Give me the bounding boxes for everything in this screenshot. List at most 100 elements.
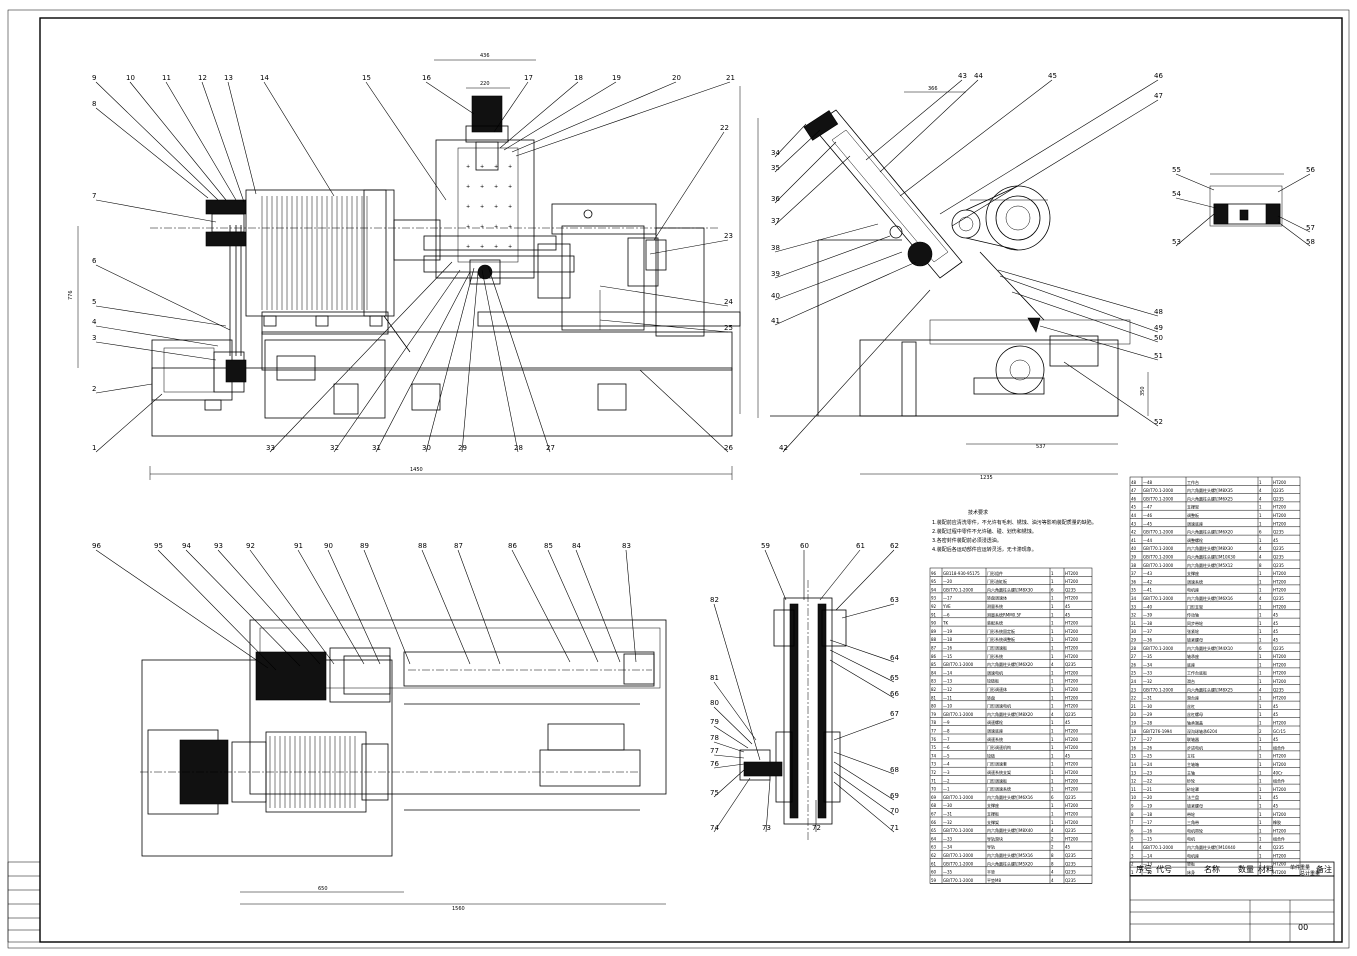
bom-cell: —15 bbox=[1143, 837, 1153, 842]
bom-cell: 4 bbox=[1259, 546, 1262, 551]
bom-cell: 45 bbox=[1065, 845, 1071, 850]
bom-cell: 内六角圆柱头螺钉M4X10 bbox=[1187, 645, 1233, 651]
bom-cell: 门形调速系统 bbox=[987, 786, 1011, 792]
top-part-leader bbox=[297, 549, 365, 665]
bom-cell: 支撑座 bbox=[987, 802, 999, 808]
front-part-leader bbox=[375, 271, 471, 453]
bom-cell: 10 bbox=[1131, 795, 1137, 800]
bom-cell: 法兰盘 bbox=[1187, 794, 1199, 800]
bom-cell: —27 bbox=[1143, 737, 1153, 742]
bom-cell: 1 bbox=[1051, 704, 1054, 709]
top-motor bbox=[255, 651, 327, 701]
bom-cell: 门形调速板 bbox=[987, 645, 1007, 651]
detail-part-leader bbox=[1277, 215, 1311, 233]
bom-cell: 1 bbox=[1051, 729, 1054, 734]
bom-cell: —42 bbox=[1143, 579, 1153, 584]
bom-cell: 8 bbox=[1259, 563, 1262, 568]
top-part-label: 93 bbox=[214, 542, 223, 550]
side-part-label: 44 bbox=[974, 72, 983, 80]
svg-text:+: + bbox=[480, 244, 484, 250]
bom-cell: —28 bbox=[1143, 721, 1153, 726]
bom-cell: 95 bbox=[931, 579, 937, 584]
side-part-leader bbox=[1063, 361, 1159, 427]
hdr-code: 代号 bbox=[1156, 864, 1172, 874]
front-part-leader bbox=[269, 261, 453, 453]
bom-cell: 支撑架 bbox=[987, 819, 999, 825]
section-part-leader bbox=[841, 603, 895, 619]
side-part-label: 37 bbox=[771, 217, 780, 225]
bom-cell: HT200 bbox=[1273, 679, 1287, 684]
bom-cell: Q235 bbox=[1273, 496, 1284, 501]
bom-cell: GCr15 bbox=[1273, 729, 1286, 734]
bom-cell: 93 bbox=[931, 596, 937, 601]
bom-cell: 调速系统支架 bbox=[987, 769, 1011, 775]
bom-cell: —9 bbox=[943, 720, 950, 725]
front-part-label: 9 bbox=[92, 74, 96, 82]
bom-cell: 门形调速板 bbox=[987, 777, 1007, 783]
bom-cell: 1 bbox=[1051, 637, 1054, 642]
section-part-leader bbox=[764, 549, 787, 601]
bom-cell: —39 bbox=[1143, 613, 1153, 618]
section-part-label: 66 bbox=[890, 690, 899, 698]
bom-cell: 1 bbox=[1259, 654, 1262, 659]
bom-cell: Q235 bbox=[1273, 563, 1284, 568]
section-part-label: 75 bbox=[710, 789, 719, 797]
front-part-leader bbox=[95, 264, 231, 331]
bom-cell: 1 bbox=[1259, 812, 1262, 817]
bom-cell: HT200 bbox=[1065, 654, 1079, 659]
bom-cell: Q235 bbox=[1273, 646, 1284, 651]
bom-cell: 装配系统 bbox=[987, 620, 1003, 626]
bom-cell: 38 bbox=[1131, 563, 1137, 568]
bom-cell: 45 bbox=[1065, 753, 1071, 758]
section-part-leader bbox=[713, 741, 745, 753]
side-part-leader bbox=[1011, 291, 1159, 343]
front-part-label: 33 bbox=[266, 444, 275, 452]
bom-cell: GB118-930-95175 bbox=[943, 571, 980, 576]
inner-frame bbox=[39, 17, 1343, 943]
bom-cell: 1 bbox=[1259, 704, 1262, 709]
bom-cell: 63 bbox=[931, 845, 937, 850]
bom-cell: Q235 bbox=[1273, 687, 1284, 692]
bom-cell: —20 bbox=[943, 579, 953, 584]
bom-cell: Q235 bbox=[1065, 662, 1076, 667]
bom-cell: 2 bbox=[1051, 836, 1054, 841]
front-part-label: 1 bbox=[92, 444, 96, 452]
bom-cell: 底座 bbox=[1187, 661, 1195, 667]
bom-cell: 6 bbox=[1051, 795, 1054, 800]
bom-cell: 内六角圆柱头螺钉M8X35 bbox=[1187, 487, 1233, 493]
section-part-label: 64 bbox=[890, 654, 899, 662]
bom-cell: 45 bbox=[1273, 621, 1279, 626]
bom-cell: 40 bbox=[1131, 546, 1137, 551]
svg-text:+: + bbox=[480, 184, 484, 190]
front-part-leader bbox=[639, 369, 729, 453]
bom-cell: —24 bbox=[1143, 762, 1153, 767]
top-part-leader bbox=[457, 549, 501, 665]
bom-cell: 4 bbox=[1259, 496, 1262, 501]
svg-text:+: + bbox=[466, 224, 470, 230]
bom-cell: 1 bbox=[1051, 679, 1054, 684]
bom-cell: —35 bbox=[943, 870, 953, 875]
bom-cell: Q235 bbox=[1065, 870, 1076, 875]
hdr-material: 材料 bbox=[1258, 864, 1274, 874]
bom-cell: 门形调速体 bbox=[987, 686, 1007, 692]
front-part-leader bbox=[333, 269, 461, 453]
bom-cell: —22 bbox=[1143, 779, 1153, 784]
svg-text:+: + bbox=[480, 224, 484, 230]
bom-cell: 轴承座 bbox=[1187, 653, 1199, 659]
bom-cell: 37 bbox=[1131, 571, 1137, 576]
section-part-label: 73 bbox=[762, 824, 771, 832]
bom-cell: Q235 bbox=[1273, 596, 1284, 601]
bom-cell: 86 bbox=[931, 654, 937, 659]
bom-cell: 45 bbox=[1273, 638, 1279, 643]
side-part-leader bbox=[865, 79, 963, 161]
bom-cell: HT200 bbox=[1065, 787, 1079, 792]
bom-cell: 橡胶 bbox=[1273, 819, 1281, 825]
side-part-leader bbox=[774, 129, 821, 173]
section-part-label: 71 bbox=[890, 824, 899, 832]
bom-cell: 调速电机 bbox=[987, 669, 1003, 675]
section-part-leader bbox=[765, 779, 771, 833]
side-part-label: 43 bbox=[958, 72, 967, 80]
bom-cell: 43 bbox=[1131, 521, 1137, 526]
bom-cell: 1 bbox=[1259, 679, 1262, 684]
